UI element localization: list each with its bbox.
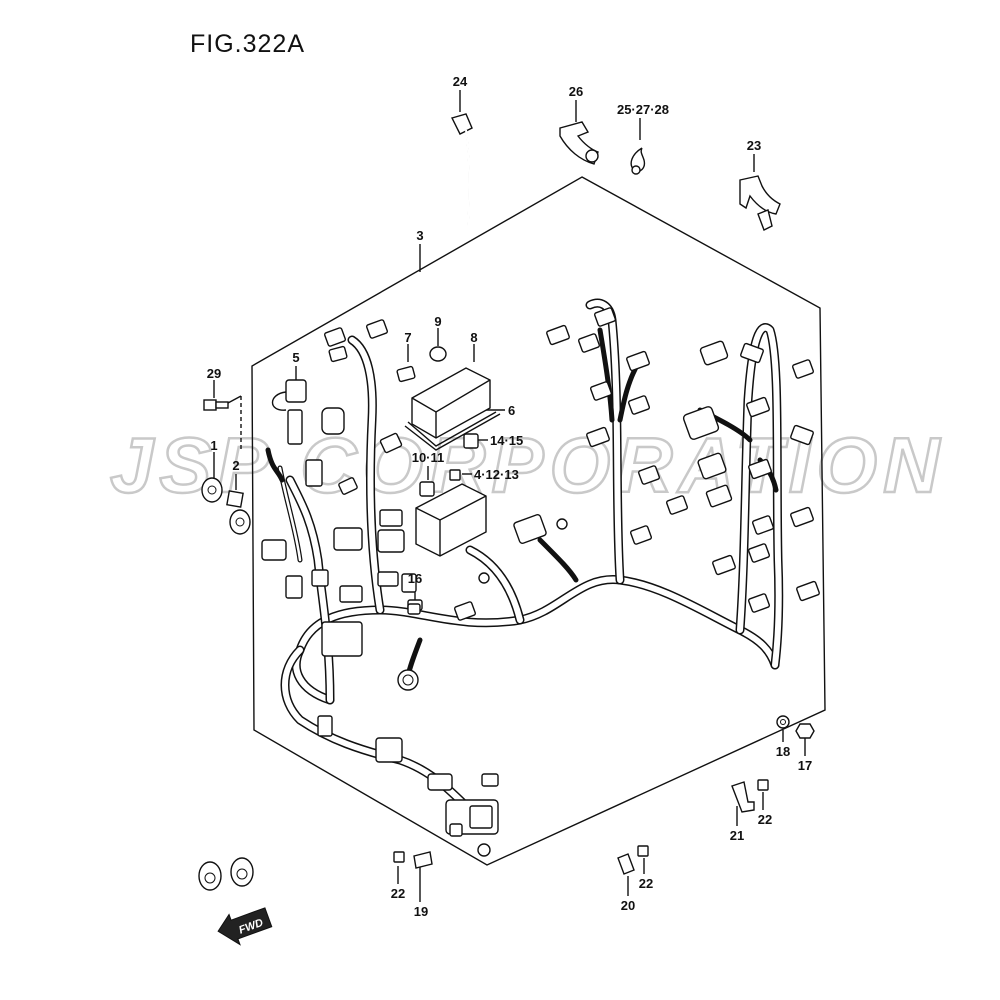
- callout-21: 21: [730, 828, 744, 843]
- fuse-7: [396, 365, 416, 383]
- callout-4-12-13: 4·12·13: [474, 467, 519, 482]
- cable-tie-24: [450, 113, 473, 227]
- callout-7: 7: [404, 330, 411, 345]
- callout-22-bracket21: 22: [758, 812, 772, 827]
- bracket-19: [413, 851, 433, 869]
- washer-18: [776, 715, 790, 729]
- callout-3: 3: [416, 228, 423, 243]
- fuse-4-12-13: [449, 469, 461, 481]
- callout-8: 8: [470, 330, 477, 345]
- callout-22-bracket20: 22: [639, 876, 653, 891]
- bracket-21: [731, 781, 755, 813]
- bolt-29: [203, 399, 229, 411]
- callout-9: 9: [434, 314, 441, 329]
- fuse-holder-5: [271, 379, 307, 445]
- callout-20: 20: [621, 898, 635, 913]
- connector-16: [407, 603, 421, 615]
- callout-17: 17: [798, 758, 812, 773]
- callout-26: 26: [569, 84, 583, 99]
- harness-box-outline: [251, 176, 826, 866]
- callout-25-27-28: 25·27·28: [617, 102, 669, 117]
- callout-23: 23: [747, 138, 761, 153]
- callout-16: 16: [408, 571, 422, 586]
- screw-22c: [757, 779, 769, 791]
- bracket-20: [617, 853, 635, 875]
- harness-connectors: [261, 307, 820, 857]
- leader-lines: [213, 90, 806, 902]
- callout-6: 6: [508, 403, 515, 418]
- relay-box: [415, 483, 487, 557]
- callout-29: 29: [207, 366, 221, 381]
- grommet-9: [429, 346, 447, 362]
- callout-19: 19: [414, 904, 428, 919]
- relay-10-11: [419, 481, 435, 497]
- screw-22a: [393, 851, 405, 863]
- clip-25-27-28: [630, 147, 646, 175]
- callout-5: 5: [292, 350, 299, 365]
- relay-14-15: [463, 433, 479, 449]
- fwd-arrow-badge: FWD: [217, 907, 273, 946]
- callouts: 3 24 26 25·27·28 23 5 7 9 8 6 14·15 10·1…: [207, 74, 812, 919]
- clamp-23: [739, 175, 781, 231]
- callout-1: 1: [210, 438, 217, 453]
- nut-17: [795, 723, 815, 739]
- main-harness: [265, 298, 784, 815]
- battery-cables: [198, 477, 254, 891]
- callout-2: 2: [232, 458, 239, 473]
- callout-24: 24: [453, 74, 468, 89]
- clamp-26: [559, 121, 599, 165]
- callout-22-bracket19: 22: [391, 886, 405, 901]
- callout-14-15: 14·15: [490, 433, 523, 448]
- figure-title: FIG.322A: [190, 30, 305, 58]
- callout-18: 18: [776, 744, 790, 759]
- screw-22b: [637, 845, 649, 857]
- callout-10-11: 10·11: [412, 450, 445, 465]
- fuse-box-8: [404, 367, 501, 451]
